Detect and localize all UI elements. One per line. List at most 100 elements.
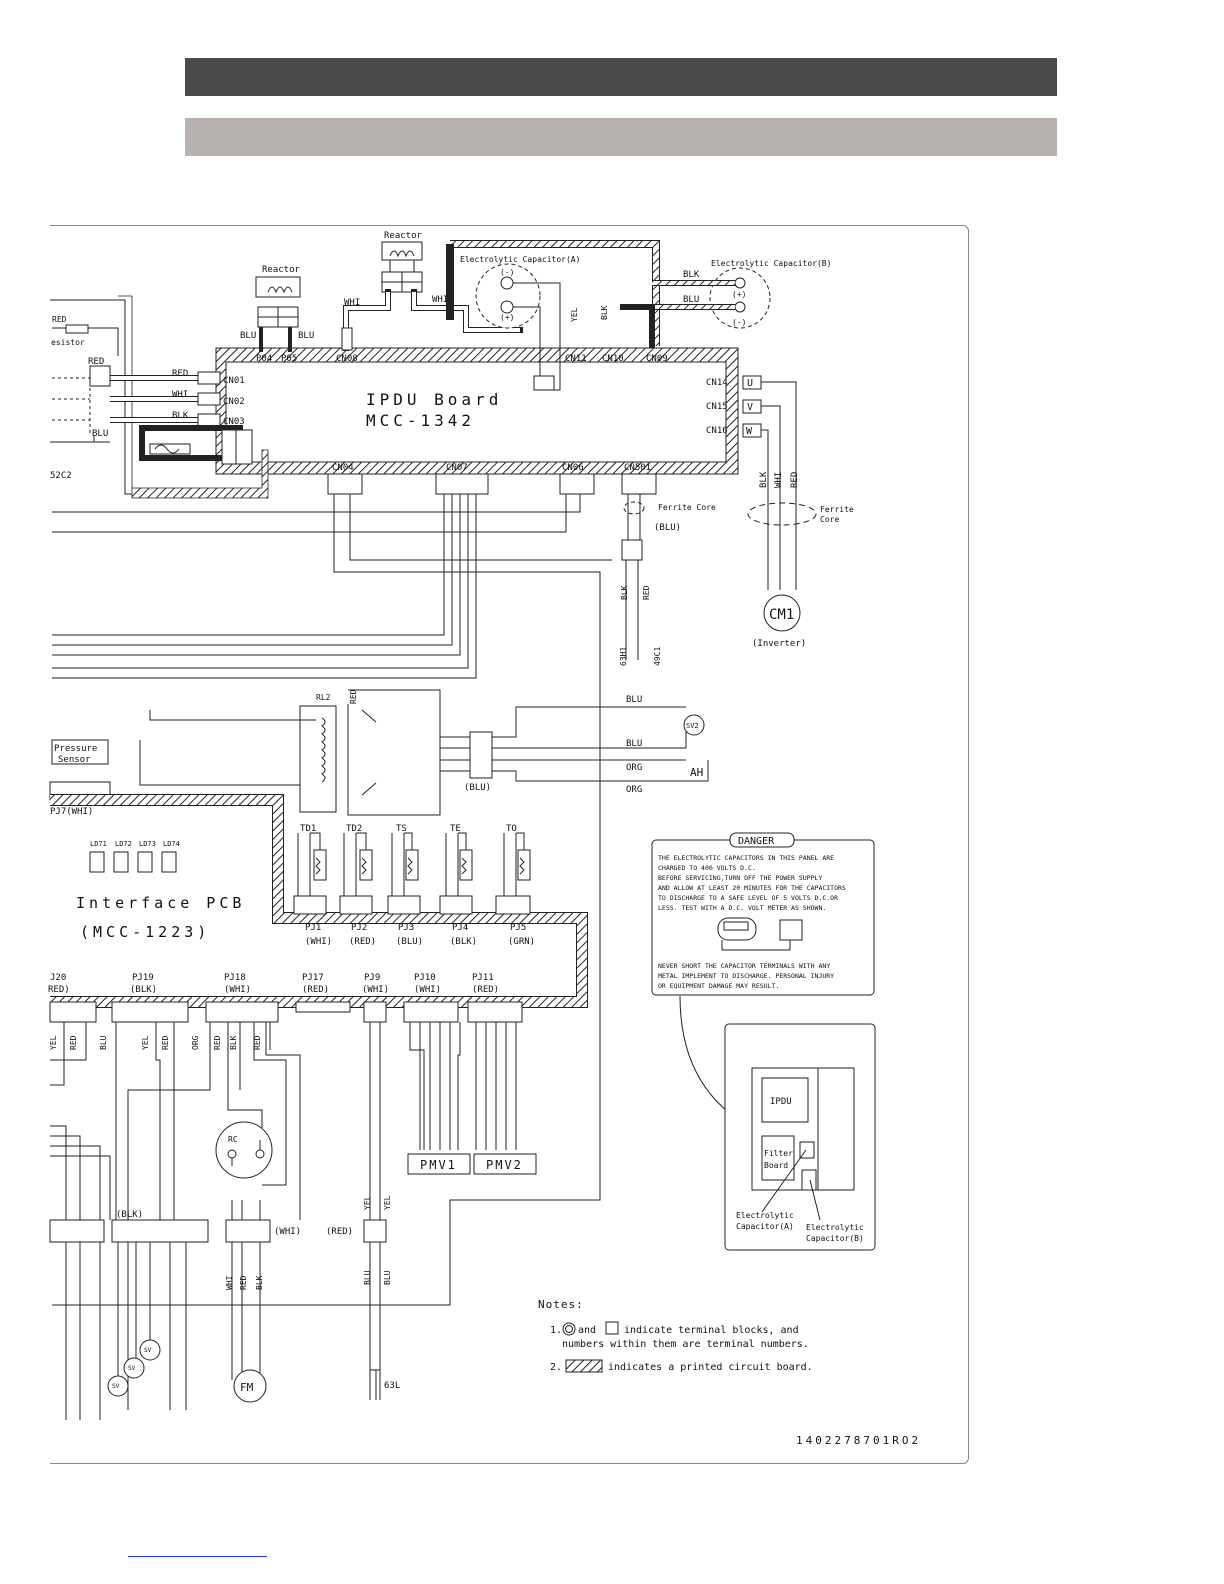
svg-text:BLK: BLK xyxy=(620,585,629,600)
notes-title: Notes: xyxy=(538,1298,584,1311)
svg-text:CN16: CN16 xyxy=(706,426,728,436)
svg-text:BLU: BLU xyxy=(99,1035,108,1050)
svg-text:Core: Core xyxy=(820,515,839,524)
svg-text:CN04: CN04 xyxy=(332,463,354,473)
svg-text:SV: SV xyxy=(144,1347,152,1354)
svg-text:RED: RED xyxy=(790,472,800,488)
svg-text:RED: RED xyxy=(52,315,67,324)
svg-text:PMV1: PMV1 xyxy=(420,1158,457,1172)
svg-text:RED): RED) xyxy=(48,985,70,995)
ipdu-board: IPDU Board MCC-1342 xyxy=(215,347,739,475)
reactor-1: Reactor BLU BLU P04 P05 xyxy=(240,265,314,364)
relay-rl2: RL2 RED xyxy=(139,689,470,816)
svg-text:RED: RED xyxy=(642,585,651,600)
svg-text:WHI: WHI xyxy=(225,1275,234,1290)
electrolytic-capacitor-b: Electrolytic Capacitor(B) (+) (-) BLK BL… xyxy=(620,259,831,348)
svg-text:IPDU: IPDU xyxy=(770,1097,792,1107)
svg-text:RED: RED xyxy=(69,1035,78,1050)
svg-text:(BLK): (BLK) xyxy=(116,1210,143,1220)
svg-text:BLU: BLU xyxy=(683,295,699,305)
danger-title: DANGER xyxy=(738,836,775,847)
svg-text:CN501: CN501 xyxy=(624,463,651,473)
svg-text:SV: SV xyxy=(128,1365,136,1372)
svg-text:(GRN): (GRN) xyxy=(508,937,535,947)
svg-text:indicate terminal blocks, and: indicate terminal blocks, and xyxy=(624,1325,799,1336)
svg-text:RED: RED xyxy=(88,357,104,367)
svg-text:Electrolytic: Electrolytic xyxy=(736,1211,794,1220)
svg-text:AH: AH xyxy=(690,766,703,779)
svg-text:(BLU): (BLU) xyxy=(654,523,681,533)
svg-text:CN01: CN01 xyxy=(223,376,245,386)
svg-text:PJ11: PJ11 xyxy=(472,973,494,983)
svg-text:(BLK): (BLK) xyxy=(450,937,477,947)
svg-text:YEL: YEL xyxy=(570,307,579,322)
left-input-wires: RED WHI BLK CN01 CN02 CN03 BLU esistor R… xyxy=(50,315,253,481)
svg-text:(-): (-) xyxy=(732,318,746,327)
svg-text:Board: Board xyxy=(764,1161,788,1170)
svg-text:TD2: TD2 xyxy=(346,824,362,834)
svg-text:LD73: LD73 xyxy=(139,840,156,848)
svg-text:(BLK): (BLK) xyxy=(130,985,157,995)
svg-text:SV: SV xyxy=(112,1383,120,1390)
svg-text:FM: FM xyxy=(240,1381,254,1394)
svg-text:BLK: BLK xyxy=(683,270,700,280)
svg-text:PJ17: PJ17 xyxy=(302,973,324,983)
svg-text:AND ALLOW AT LEAST 20 MINUTES: AND ALLOW AT LEAST 20 MINUTES FOR THE CA… xyxy=(658,884,846,892)
svg-text:BLK: BLK xyxy=(255,1275,264,1290)
electrolytic-capacitor-a: Electrolytic Capacitor(A) (-) (+) YEL BL… xyxy=(446,240,668,391)
svg-text:(Inverter): (Inverter) xyxy=(752,639,806,649)
svg-text:RL2: RL2 xyxy=(316,693,331,702)
svg-text:TS: TS xyxy=(396,824,407,834)
svg-text:1.: 1. xyxy=(550,1325,562,1336)
svg-text:PMV2: PMV2 xyxy=(486,1158,523,1172)
svg-text:CN14: CN14 xyxy=(706,378,728,388)
svg-text:ORG: ORG xyxy=(191,1035,200,1050)
svg-text:P05: P05 xyxy=(281,354,297,364)
svg-text:BLU: BLU xyxy=(626,695,642,705)
svg-text:THE ELECTROLYTIC CAPACITORS IN: THE ELECTROLYTIC CAPACITORS IN THIS PANE… xyxy=(658,854,834,862)
svg-text:(WHI): (WHI) xyxy=(414,985,441,995)
svg-text:2.: 2. xyxy=(550,1362,562,1373)
svg-text:RED: RED xyxy=(172,369,188,379)
svg-text:RED: RED xyxy=(349,689,358,704)
document-number: 1402278701RO2 xyxy=(796,1434,921,1447)
sv2-ah-wiring: (BLU) BLU BLU ORG ORG SV2 AH xyxy=(464,695,709,795)
svg-text:TO: TO xyxy=(506,824,517,834)
ipdu-bottom-connectors: CN04 CN07 CN06 CN501 Ferrite Core (BLU) … xyxy=(52,463,716,1306)
svg-text:TO DISCHARGE TO A SAFE LEVEL O: TO DISCHARGE TO A SAFE LEVEL OF 5 VOLTS … xyxy=(658,894,838,902)
svg-text:Sensor: Sensor xyxy=(58,755,91,765)
svg-text:PJ3: PJ3 xyxy=(398,923,414,933)
svg-text:TE: TE xyxy=(450,824,461,834)
thermistor-ts: TS PJ3 (BLU) xyxy=(387,824,423,947)
svg-text:CN11: CN11 xyxy=(565,354,587,364)
svg-text:YEL: YEL xyxy=(363,1195,372,1210)
svg-text:PJ9: PJ9 xyxy=(364,973,380,983)
svg-text:BEFORE SERVICING,TURN OFF THE: BEFORE SERVICING,TURN OFF THE POWER SUPP… xyxy=(658,874,822,882)
svg-text:CN07: CN07 xyxy=(446,463,468,473)
svg-text:(WHI): (WHI) xyxy=(305,937,332,947)
svg-text:RED: RED xyxy=(213,1035,222,1050)
svg-text:(WHI): (WHI) xyxy=(224,985,251,995)
svg-text:PJ2: PJ2 xyxy=(351,923,367,933)
svg-text:Capacitor(B): Capacitor(B) xyxy=(806,1234,864,1243)
svg-text:49C1: 49C1 xyxy=(653,647,662,666)
svg-text:ORG: ORG xyxy=(626,785,642,795)
svg-text:Capacitor(A): Capacitor(A) xyxy=(736,1222,794,1231)
header-bar-dark xyxy=(185,58,1057,96)
ipdu-title: IPDU Board xyxy=(366,390,502,409)
svg-text:52C2: 52C2 xyxy=(50,471,72,481)
svg-text:CN09: CN09 xyxy=(646,354,668,364)
svg-text:(-): (-) xyxy=(500,268,514,277)
diagram-frame xyxy=(50,225,969,1464)
svg-text:WHI: WHI xyxy=(344,298,360,308)
svg-text:OR EQUIPMENT DAMAGE MAY RESULT: OR EQUIPMENT DAMAGE MAY RESULT. xyxy=(658,982,779,990)
svg-text:BLU: BLU xyxy=(298,331,314,341)
reactor-1-label: Reactor xyxy=(262,265,301,275)
svg-text:RED: RED xyxy=(161,1035,170,1050)
svg-text:PJ19: PJ19 xyxy=(132,973,154,983)
svg-text:J20: J20 xyxy=(50,973,66,983)
svg-text:Ferrite: Ferrite xyxy=(820,505,854,514)
svg-text:63H1: 63H1 xyxy=(619,647,628,666)
footer-link-underline[interactable] xyxy=(128,1556,267,1557)
